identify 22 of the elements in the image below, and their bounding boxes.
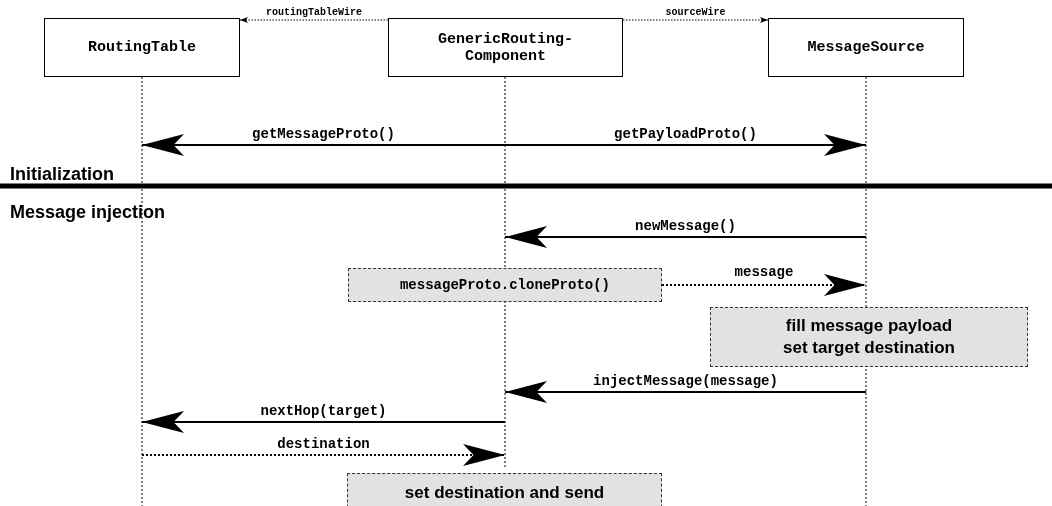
dotted-arrow [661, 274, 867, 296]
section-label: Message injection [10, 202, 166, 223]
message-arrow [504, 134, 867, 156]
note-box: set destination and send [347, 473, 662, 506]
edge-label: routingTableWire [264, 7, 364, 18]
lifeline-header-box: RoutingTable [44, 18, 240, 77]
dotted-arrow [622, 17, 769, 23]
lifeline [504, 76, 506, 469]
message-arrow [141, 411, 506, 433]
message-arrow [141, 134, 506, 156]
lifeline-header-box: MessageSource [768, 18, 964, 77]
lifeline [141, 76, 143, 506]
note-box: messageProto.cloneProto() [348, 268, 662, 302]
dotted-arrow [239, 17, 389, 23]
lifeline [865, 76, 867, 506]
lifeline-header-box: GenericRouting- Component [388, 18, 623, 77]
message-arrow [504, 226, 867, 248]
edge-label: sourceWire [663, 7, 728, 18]
dotted-arrow [141, 444, 506, 466]
note-box: fill message payload set target destination [710, 307, 1028, 367]
message-arrow [504, 381, 867, 403]
section-label: Initialization [10, 164, 114, 185]
